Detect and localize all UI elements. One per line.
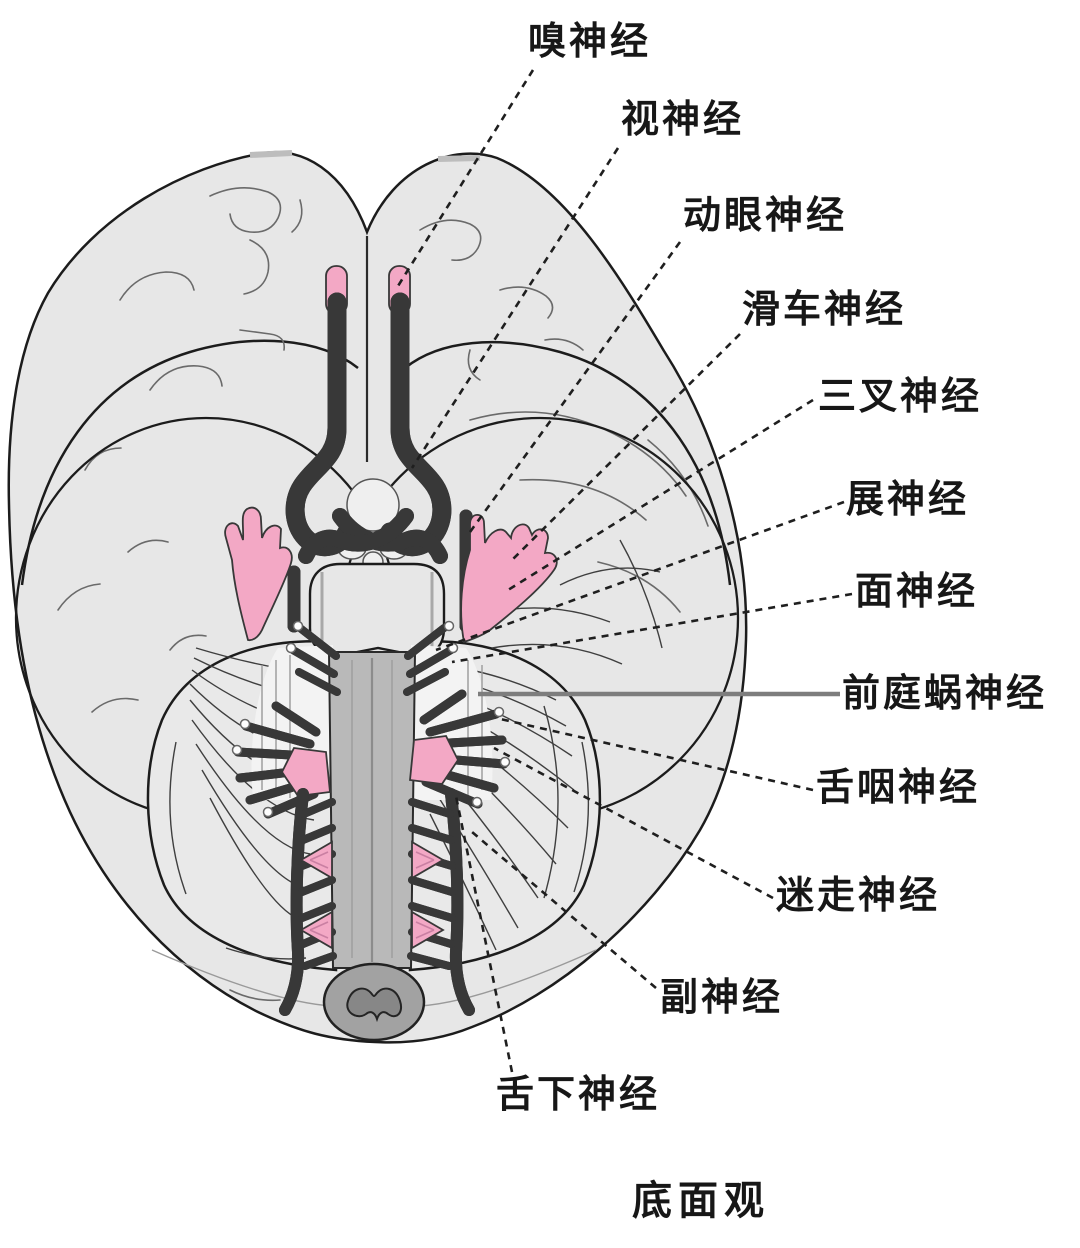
pontomedullary-rootlets: [289, 624, 455, 696]
leader-lines: [396, 69, 853, 1073]
label-facial-nerve: 面神经: [855, 569, 979, 613]
spinal-cord-cross-section: [322, 962, 426, 1042]
occipital-band-right: [419, 949, 597, 1007]
cranial-nerves: [224, 265, 558, 1016]
label-glossopharyngeal-nerve: 舌咽神经: [816, 765, 981, 809]
cortical-sulci: [57, 187, 709, 1002]
leader-vagus: [493, 746, 774, 900]
label-oculomotor-nerve: 动眼神经: [683, 193, 848, 237]
leader-optic: [410, 147, 620, 469]
figure-caption: 底面观: [632, 1178, 770, 1224]
trigeminal-root-right: [460, 513, 558, 644]
label-hypoglossal-nerve: 舌下神经: [496, 1072, 661, 1116]
leader-trigeminal: [507, 398, 814, 592]
leader-accessory: [471, 831, 657, 989]
leader-olfactory: [396, 69, 535, 287]
label-accessory-nerve: 副神经: [660, 975, 784, 1019]
leader-facial: [451, 592, 853, 664]
label-vestibulocochlear-nerve: 前庭蜗神经: [842, 671, 1048, 715]
leader-glossopharyngeal: [495, 716, 814, 792]
rootlet-ring-tips: [231, 620, 511, 818]
label-trigeminal-nerve: 三叉神经: [818, 374, 983, 418]
label-optic-nerve: 视神经: [621, 97, 745, 141]
trigeminal-root-left: [224, 506, 293, 642]
leader-trochlear: [511, 333, 741, 561]
leader-hypoglossal: [454, 795, 514, 1073]
label-olfactory-nerve: 嗅神经: [528, 19, 652, 63]
olfactory-tract-left: [295, 292, 357, 547]
label-abducens-nerve: 展神经: [846, 477, 970, 521]
optic-chiasm: [298, 508, 448, 564]
occipital-band-left: [151, 949, 333, 1007]
accessory-root-fans: [299, 840, 445, 950]
label-trochlear-nerve: 滑车神经: [742, 287, 907, 331]
label-vagus-nerve: 迷走神经: [776, 873, 941, 917]
accessory-nerve-rails: [279, 788, 475, 1016]
